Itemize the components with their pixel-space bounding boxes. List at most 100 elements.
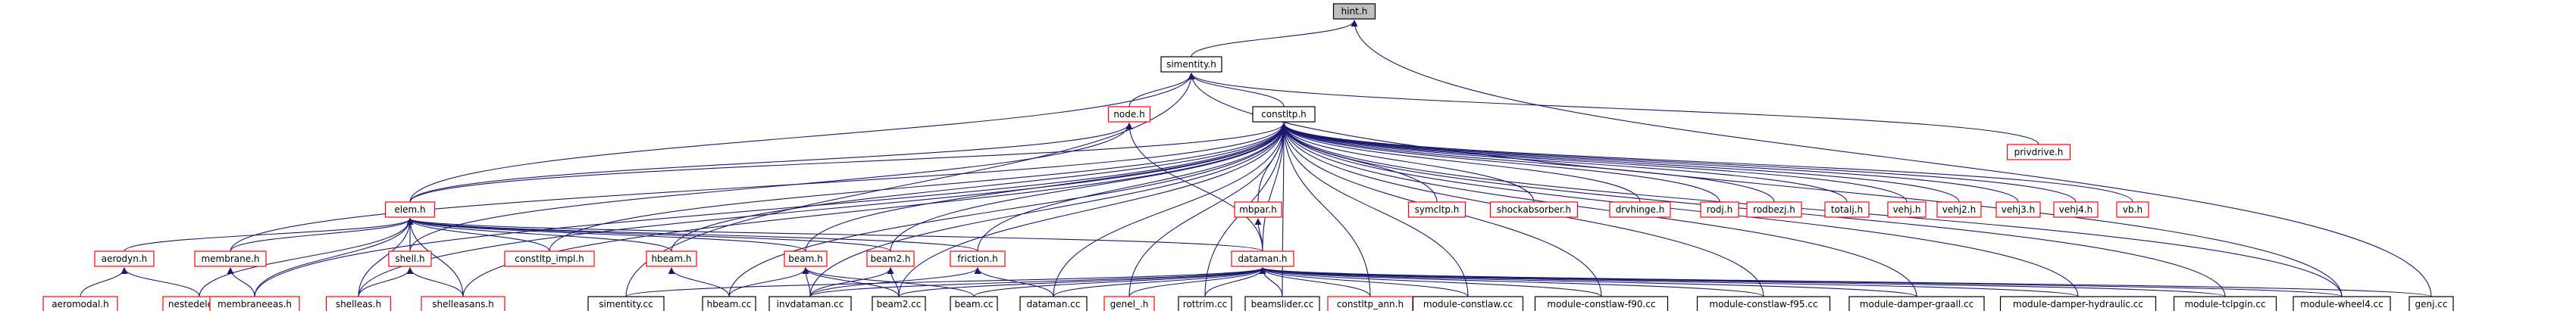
node-beam_cc[interactable]: beam.cc [950,296,998,311]
node-box-rottrim [1178,296,1232,311]
node-constltp_impl[interactable]: constltp_impl.h [504,250,595,267]
edge-constltp-membrane [230,123,1288,252]
node-vehj3[interactable]: vehj3.h [1995,201,2041,218]
node-dataman[interactable]: dataman.h [1231,250,1294,267]
edge-constltp-vehj2 [1280,123,1960,203]
node-symcltp[interactable]: symcltp.h [1407,201,1466,218]
node-simentity_cc[interactable]: simentity.cc [587,296,665,311]
edge-elem-constltp_impl [406,218,550,252]
node-box-hbeam_h [646,250,697,267]
node-box-mod_damper_hydraulic [1999,296,2157,311]
node-label-mod_constlaw_f90: module-constlaw-f90.cc [1547,299,1655,309]
edge-dataman-mod_damper_hydraulic [1259,267,2079,297]
node-rodbezj[interactable]: rodbezj.h [1746,201,1802,218]
node-drvhinge[interactable]: drvhinge.h [1609,201,1671,218]
node-box-mod_damper_graall [1848,296,1985,311]
node-label-hint: hint.h [1341,6,1368,17]
node-label-friction: friction.h [957,253,998,264]
edge-constltp-vehj [1280,123,1908,203]
node-friction[interactable]: friction.h [950,250,1006,267]
node-label-beam_cc: beam.cc [954,299,993,309]
node-label-mod_constlaw: module-constlaw.cc [1423,299,1513,309]
node-constltp_ann[interactable]: constltp_ann.h [1327,296,1413,311]
edge-constltp-mod_wheel4 [1280,123,2343,297]
edge-constltp-beamslider [1280,123,1288,297]
node-genel[interactable]: genel_.h [1103,296,1155,311]
node-label-elem: elem.h [394,204,425,215]
edge-elem-nestedelem [199,218,414,297]
edge-mbpar-dataman [1254,218,1263,252]
edge-elem-shelleasans [406,218,464,297]
edge-elem-beam_h [406,218,806,252]
node-label-shell: shell.h [395,253,424,264]
node-membrane[interactable]: membrane.h [194,250,267,267]
node-shelleasans[interactable]: shelleasans.h [421,296,505,311]
node-mod_constlaw_f95[interactable]: module-constlaw-f95.cc [1696,296,1831,311]
edge-elem-hbeam_h [406,218,672,252]
node-vehj4[interactable]: vehj4.h [2053,201,2099,218]
edge-shell-shelleas [358,267,414,297]
node-privdrive[interactable]: privdrive.h [2006,144,2071,160]
node-box-shell [388,250,432,267]
edge-constltp-friction [977,123,1288,252]
node-mod_tclpgin[interactable]: module-tclpgin.cc [2173,296,2277,311]
node-mod_damper_hydraulic[interactable]: module-damper-hydraulic.cc [1999,296,2157,311]
node-membraneeas[interactable]: membraneeas.h [209,296,300,311]
edge-membrane-membraneeas [227,267,255,297]
node-box-invdataman [768,296,852,311]
edge-friction-dataman_cc [974,267,1054,297]
node-rodj[interactable]: rodj.h [1700,201,1739,218]
node-vb[interactable]: vb.h [2116,201,2149,218]
node-simentity_h[interactable]: simentity.h [1160,56,1222,73]
node-beamslider[interactable]: beamslider.cc [1244,296,1320,311]
node-label-beam2_cc: beam2.cc [877,299,922,309]
node-vehj[interactable]: vehj.h [1887,201,1927,218]
node-label-beam_h: beam.h [788,253,822,264]
node-mod_damper_graall[interactable]: module-damper-graall.cc [1848,296,1985,311]
node-label-simentity_h: simentity.h [1166,59,1216,70]
edge-simentity_h-privdrive [1188,73,2039,145]
node-hbeam_cc[interactable]: hbeam.cc [702,296,756,311]
node-box-mod_tclpgin [2173,296,2277,311]
node-genj[interactable]: genj.cc [2409,296,2454,311]
node-label-mod_damper_graall: module-damper-graall.cc [1860,299,1973,309]
edge-dataman-mod_constlaw_f95 [1259,267,1764,297]
node-label-hbeam_h: hbeam.h [651,253,691,264]
node-beam2_cc[interactable]: beam2.cc [872,296,926,311]
node-aeromodal[interactable]: aeromodal.h [42,296,118,311]
node-beam_h[interactable]: beam.h [784,250,828,267]
node-mod_wheel4[interactable]: module-wheel4.cc [2293,296,2391,311]
node-label-invdataman: invdataman.cc [777,299,844,309]
node-vehj2[interactable]: vehj2.h [1936,201,1982,218]
node-dataman_cc[interactable]: dataman.cc [1019,296,1088,311]
node-invdataman[interactable]: invdataman.cc [768,296,852,311]
node-mod_constlaw_f90[interactable]: module-constlaw-f90.cc [1534,296,1669,311]
node-mbpar[interactable]: mbpar.h [1234,201,1282,218]
node-beam2_h[interactable]: beam2.h [866,250,915,267]
node-box-genj [2409,296,2454,311]
node-elem[interactable]: elem.h [384,201,436,218]
node-totalj[interactable]: totalj.h [1824,201,1870,218]
node-box-dataman [1231,250,1294,267]
edge-dataman-genj [1260,267,2432,297]
node-mod_constlaw[interactable]: module-constlaw.cc [1412,296,1524,311]
node-shell[interactable]: shell.h [388,250,432,267]
node-constltp[interactable]: constltp.h [1252,106,1316,123]
edge-constltp-hbeam_cc [728,123,1288,297]
node-shelleas[interactable]: shelleas.h [325,296,392,311]
edge-dataman-mod_constlaw_f90 [1259,267,1602,297]
node-label-membrane: membrane.h [201,253,259,264]
node-rottrim[interactable]: rottrim.cc [1178,296,1232,311]
node-aerodyn[interactable]: aerodyn.h [94,250,155,267]
node-shockabsorber[interactable]: shockabsorber.h [1489,201,1579,218]
node-box-membrane [194,250,267,267]
edge-node-elem [409,123,1133,203]
node-hbeam_h[interactable]: hbeam.h [646,250,697,267]
edge-hint-simentity_h [1191,20,1358,58]
node-label-symcltp: symcltp.h [1415,204,1460,215]
edge-dataman-mod_tclpgin [1260,267,2226,297]
edge-constltp-constltp_impl [549,123,1288,252]
node-node[interactable]: node.h [1107,106,1151,123]
edge-aerodyn-aeromodal [80,267,128,297]
node-label-mod_tclpgin: module-tclpgin.cc [2184,299,2265,309]
